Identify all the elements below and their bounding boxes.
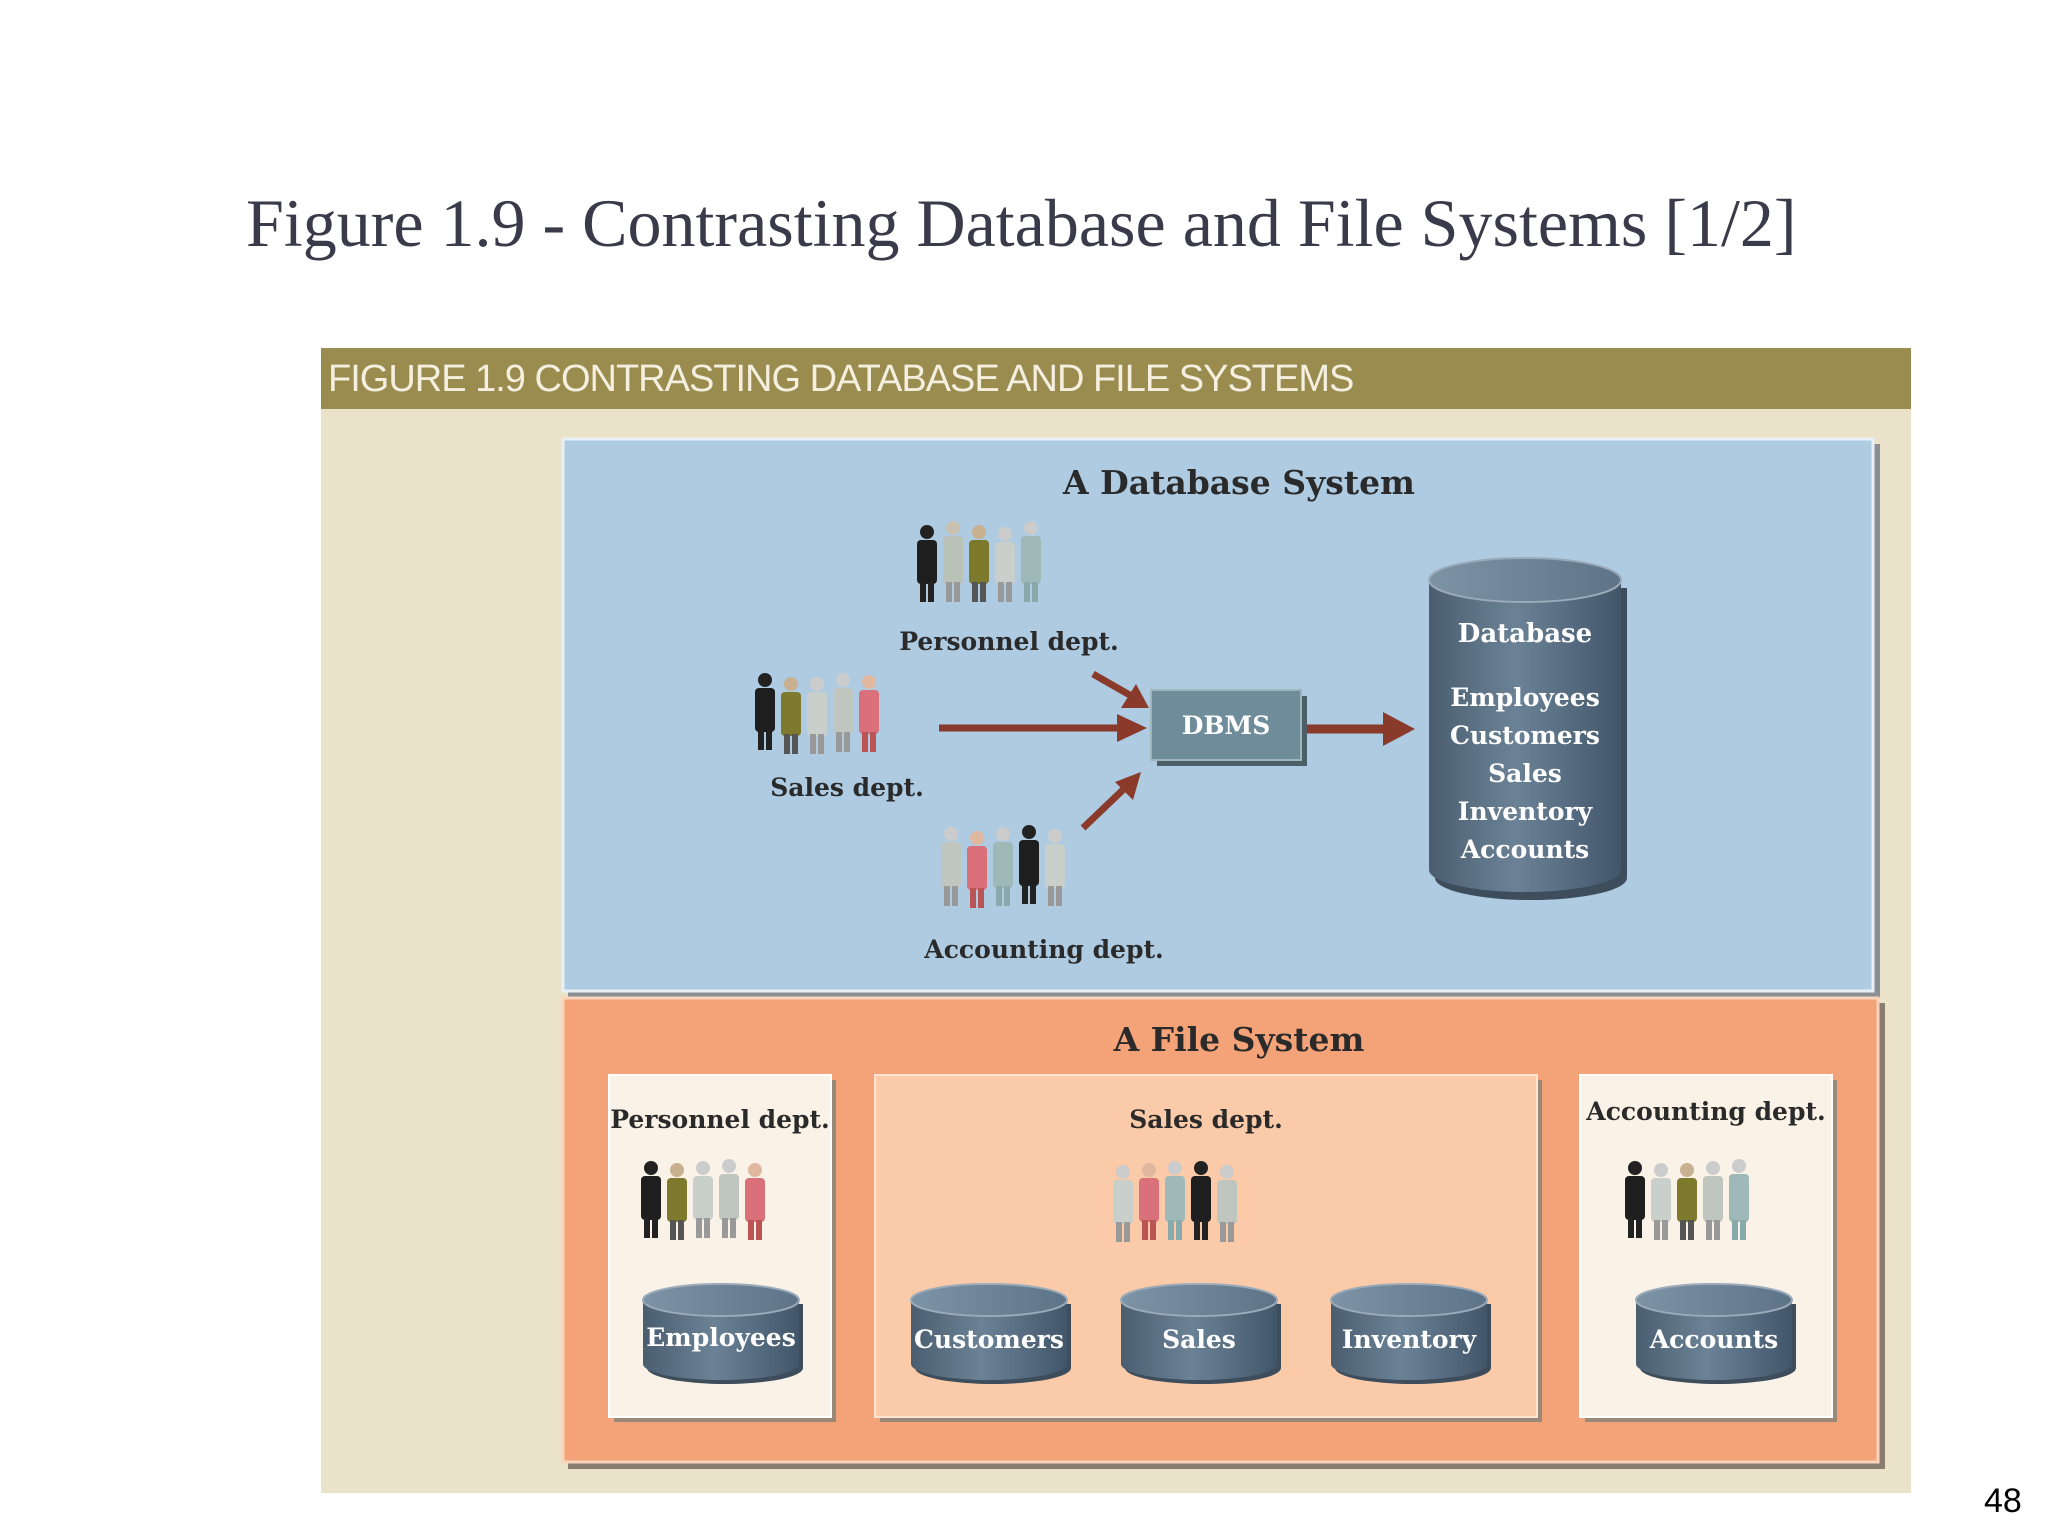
database-system-panel: A Database System Personnel dept. Sales … [561, 437, 1880, 998]
database-item: Accounts [1460, 835, 1590, 864]
file-label: Customers [914, 1325, 1064, 1354]
arrow-personnel-to-dbms [1091, 670, 1149, 708]
file-label: Inventory [1342, 1325, 1478, 1354]
sales-people-icon [755, 673, 879, 754]
fs-personnel-label: Personnel dept. [610, 1105, 830, 1134]
fs-accounting-people-icon [1625, 1159, 1749, 1240]
database-system-title: A Database System [1062, 463, 1415, 502]
file-cylinder: Customers [910, 1283, 1071, 1384]
page-number: 48 [1984, 1482, 2022, 1520]
file-system-panel: A File System Personnel dept. Empl [561, 996, 1885, 1469]
fs-sales-box: Sales dept. Customers [874, 1074, 1542, 1422]
arrow-accounting-to-dbms [1080, 772, 1141, 831]
db-accounting-label: Accounting dept. [923, 935, 1163, 964]
database-title: Database [1458, 619, 1592, 649]
database-cylinder: Database Employees Customers Sales Inven… [1428, 557, 1627, 900]
accounting-people-icon [941, 825, 1065, 908]
file-label: Accounts [1649, 1325, 1779, 1354]
file-cylinder: Employees [642, 1283, 803, 1384]
fs-personnel-box: Personnel dept. Employees [608, 1074, 836, 1422]
database-item: Inventory [1458, 797, 1594, 826]
figure-canvas: A Database System Personnel dept. Sales … [561, 437, 1885, 1469]
file-label: Sales [1162, 1325, 1236, 1354]
fs-accounting-box: Accounting dept. Accounts [1579, 1074, 1837, 1422]
file-system-title: A File System [1113, 1020, 1365, 1059]
file-label: Employees [646, 1323, 796, 1352]
arrow-dbms-to-database [1305, 712, 1415, 746]
file-cylinder: Sales [1120, 1283, 1281, 1384]
figure-header-text: FIGURE 1.9 CONTRASTING DATABASE AND FILE… [328, 358, 1354, 400]
figure-header: FIGURE 1.9 CONTRASTING DATABASE AND FILE… [321, 348, 1911, 409]
dbms-label: DBMS [1182, 711, 1271, 740]
database-item: Sales [1488, 759, 1562, 788]
db-personnel-label: Personnel dept. [899, 627, 1119, 656]
fs-personnel-people-icon [641, 1159, 765, 1240]
db-sales-label: Sales dept. [770, 773, 924, 802]
database-item: Customers [1450, 721, 1600, 750]
fs-accounting-label: Accounting dept. [1585, 1097, 1825, 1126]
database-item: Employees [1450, 683, 1600, 712]
file-cylinder: Accounts [1635, 1283, 1796, 1384]
fs-sales-people-icon [1113, 1161, 1237, 1242]
figure-1-9: FIGURE 1.9 CONTRASTING DATABASE AND FILE… [321, 348, 1911, 1493]
file-cylinder: Inventory [1330, 1283, 1491, 1384]
arrow-sales-to-dbms [939, 714, 1147, 742]
dbms-box: DBMS [1150, 689, 1307, 766]
personnel-people-icon [917, 521, 1041, 602]
fs-sales-label: Sales dept. [1129, 1105, 1283, 1134]
slide-title: Figure 1.9 - Contrasting Database and Fi… [246, 185, 1797, 261]
